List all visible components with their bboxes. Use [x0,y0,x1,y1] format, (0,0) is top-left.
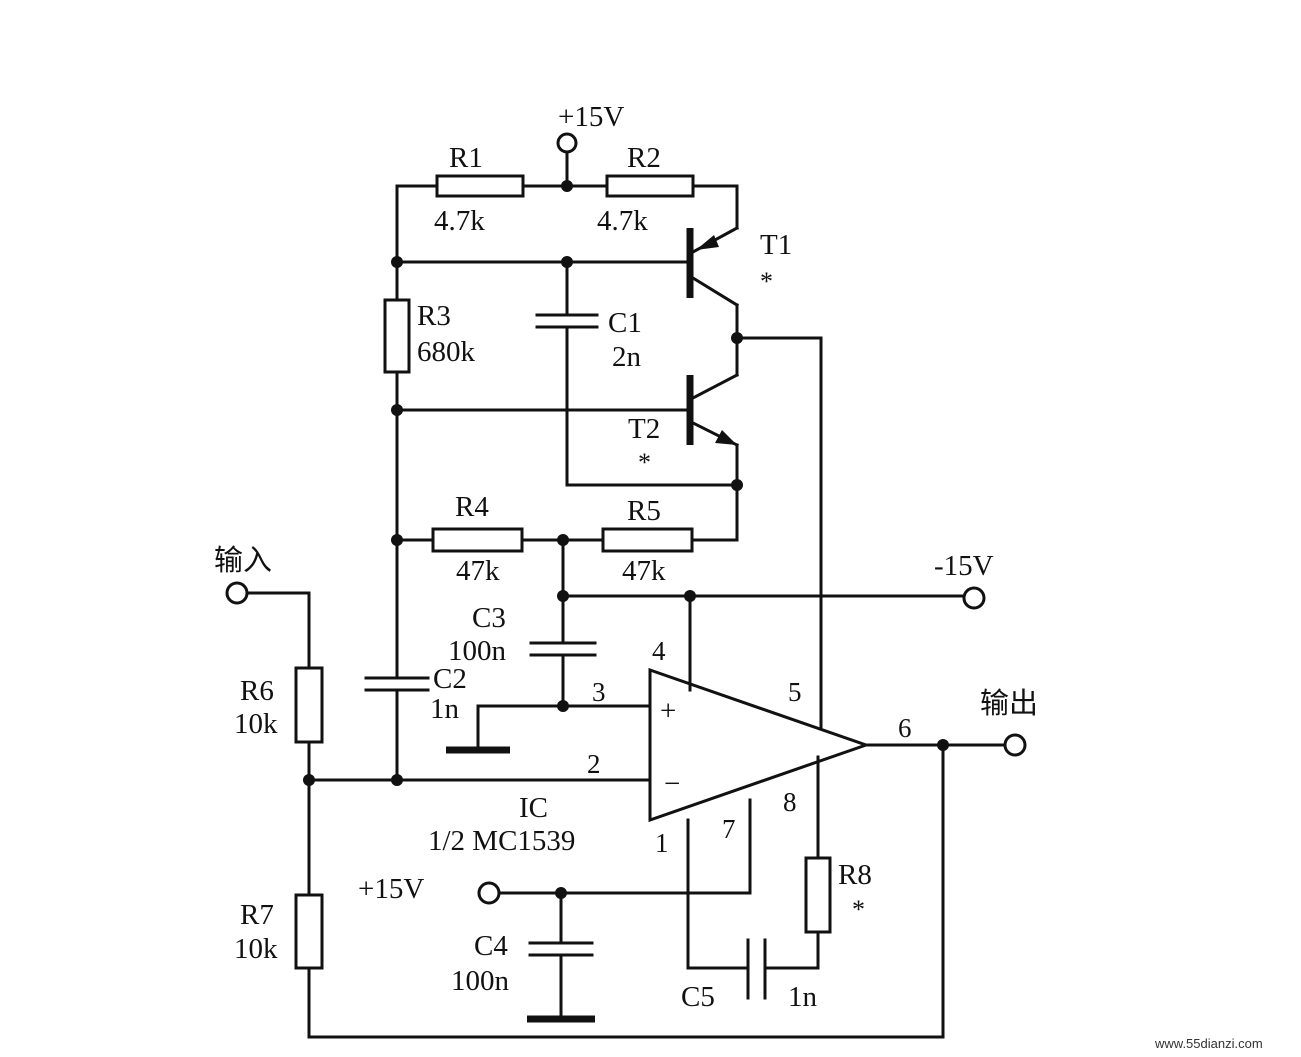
label-r7-value: 10k [234,933,278,965]
label-t2-name: T2 [628,413,660,445]
resistor-r1 [435,174,525,198]
label-pin7: 7 [722,814,736,844]
label-r3-name: R3 [417,300,451,332]
label-t1-name: T1 [760,229,792,261]
label-pos15-bottom: +15V [358,873,424,905]
resistor-r2 [605,174,695,198]
capacitor-c1 [535,313,599,329]
label-c2-value: 1n [430,693,460,725]
resistor-r5 [601,527,694,553]
label-r6-name: R6 [240,675,274,707]
label-t1-mark: * [760,267,773,296]
label-r8-name: R8 [838,859,872,891]
label-pin6: 6 [898,713,912,743]
label-pos15-top: +15V [558,101,624,133]
terminal-input [225,581,249,605]
label-t2-mark: * [638,448,651,477]
label-c1-value: 2n [612,341,642,373]
label-r4-name: R4 [455,491,489,523]
label-ic-name: IC [519,792,548,824]
label-c3-name: C3 [472,602,506,634]
capacitor-c4 [528,941,594,957]
label-r5-value: 47k [622,555,666,587]
label-r1-value: 4.7k [434,205,485,237]
resistor-r3 [383,298,411,374]
label-pin5: 5 [788,677,802,707]
ground-symbols [446,746,595,1023]
resistor-r4 [431,527,524,553]
label-r3-value: 680k [417,336,476,368]
label-r2-value: 4.7k [597,205,648,237]
label-pin3: 3 [592,677,606,707]
label-pin2: 2 [587,749,601,779]
label-pin8: 8 [783,787,797,817]
label-c5-value: 1n [788,981,818,1013]
capacitor-c3 [529,641,597,657]
label-r5-name: R5 [627,495,661,527]
label-c4-name: C4 [474,930,508,962]
label-c4-value: 100n [451,965,510,997]
resistor-r7 [294,893,324,970]
ic-opamp: + − [648,667,871,823]
watermark: www.55dianzi.com [1154,1036,1263,1051]
pin-plus-sign: + [660,695,676,727]
capacitors [364,313,767,1000]
label-r6-value: 10k [234,708,278,740]
label-pin4: 4 [652,636,666,666]
resistor-r6 [294,666,324,744]
transistor-t2 [686,372,740,448]
label-ic-part: 1/2 MC1539 [428,825,575,857]
label-c5-name: C5 [681,981,715,1013]
label-pin1: 1 [655,828,669,858]
capacitor-c5 [746,938,767,1000]
label-c3-value: 100n [448,635,507,667]
resistor-r8 [804,856,832,934]
label-r2-name: R2 [627,142,661,174]
label-c2-name: C2 [433,663,467,695]
resistors [294,174,832,970]
terminal-output [1003,733,1027,757]
label-input: 输入 [214,544,272,577]
label-r1-name: R1 [449,142,483,174]
label-neg15: -15V [934,550,994,582]
pin-minus-sign: − [664,768,680,800]
label-output: 输出 [980,687,1038,720]
capacitor-c2 [364,676,430,692]
transistor-t1 [686,225,740,308]
label-r7-name: R7 [240,899,274,931]
junctions [303,180,949,899]
label-c1-name: C1 [608,307,642,339]
terminal-pos15-top [556,132,578,154]
label-r4-value: 47k [456,555,500,587]
terminal-neg15 [962,586,986,610]
terminal-pos15-bottom [477,881,501,905]
label-r8-mark: * [852,895,865,924]
labels: +15V R1 4.7k R2 4.7k T1 * R3 680k C1 2n … [214,101,1263,1051]
terminals [225,132,1027,905]
